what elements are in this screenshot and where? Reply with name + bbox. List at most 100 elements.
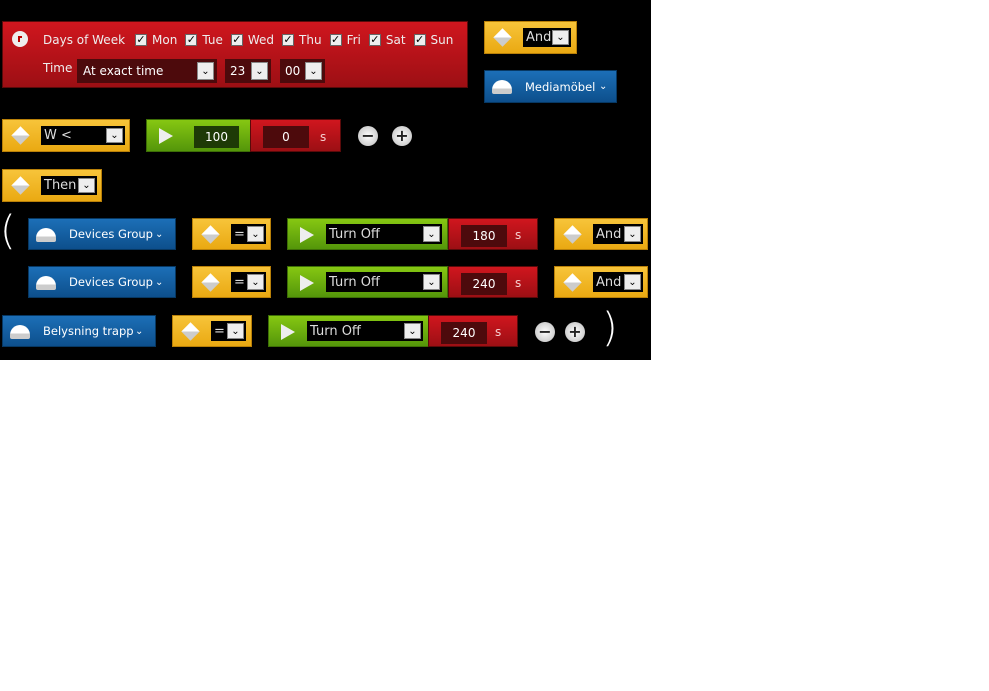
- chevron-down-icon: ⌄: [251, 62, 268, 80]
- action-select[interactable]: Turn Off⌄: [326, 272, 442, 292]
- join-operator-select[interactable]: And⌄: [593, 224, 643, 244]
- checkbox-icon: ✓: [368, 33, 381, 46]
- action-value: Turn Off: [329, 274, 380, 290]
- checkbox-icon: ✓: [135, 33, 148, 46]
- device-label: Belysning trapp: [43, 324, 134, 338]
- comparator-block: =⌄: [192, 266, 271, 298]
- delay-input[interactable]: 240: [441, 322, 487, 344]
- action-value: Turn Off: [329, 226, 380, 242]
- condition-value-block: 100: [146, 119, 251, 152]
- comparator-block: =⌄: [192, 218, 271, 250]
- schedule-trigger-block: Days of Week ✓Mon✓Tue✓Wed✓Thu✓Fri✓Sat✓Su…: [2, 21, 468, 88]
- time-mode-value: At exact time: [83, 64, 164, 78]
- unit-label: s: [515, 228, 522, 242]
- remove-condition-button[interactable]: −: [358, 126, 378, 146]
- day-checkbox-wed[interactable]: ✓ Wed: [230, 33, 275, 47]
- chevron-down-icon: ⌄: [227, 323, 244, 339]
- action-device-button[interactable]: Devices Group ⌄: [28, 266, 176, 298]
- action-select[interactable]: Turn Off ⌄: [326, 224, 442, 244]
- then-block: Then⌄: [2, 169, 102, 202]
- checkbox-icon: ✓: [329, 33, 342, 46]
- rule-editor-canvas: Days of Week ✓Mon✓Tue✓Wed✓Thu✓Fri✓Sat✓Su…: [0, 0, 651, 360]
- condition-operator-select[interactable]: W <⌄: [41, 126, 125, 145]
- chevron-down-icon: ⌄: [599, 81, 608, 92]
- chevron-down-icon: ⌄: [78, 178, 95, 193]
- device-label: Devices Group: [69, 275, 153, 289]
- comparator-value: =: [234, 226, 245, 242]
- day-label: Thu: [299, 33, 322, 47]
- condition-value-input[interactable]: 100: [194, 126, 239, 148]
- unit-label: s: [320, 130, 327, 144]
- add-action-button[interactable]: +: [565, 322, 585, 342]
- checkbox-icon: ✓: [185, 33, 198, 46]
- join-operator-block: And⌄: [554, 218, 648, 250]
- action-value: Turn Off: [310, 323, 361, 339]
- comparator-select[interactable]: =⌄: [231, 272, 266, 292]
- hour-select[interactable]: 23 ⌄: [225, 59, 271, 83]
- device-select-button[interactable]: Mediamöbel ⌄: [484, 70, 617, 103]
- day-checkbox-sun[interactable]: ✓ Sun: [413, 33, 454, 47]
- delay-block: 180 s: [448, 218, 538, 250]
- then-select[interactable]: Then⌄: [41, 176, 97, 195]
- day-label: Fri: [346, 33, 361, 47]
- unit-label: s: [495, 325, 502, 339]
- play-icon: [281, 324, 295, 340]
- day-checkbox-sat[interactable]: ✓ Sat: [368, 33, 406, 47]
- time-mode-select[interactable]: At exact time⌄: [77, 59, 217, 83]
- day-label: Mon: [152, 33, 178, 47]
- day-label: Sat: [385, 33, 406, 47]
- day-checkbox-tue[interactable]: ✓Tue: [185, 33, 223, 47]
- comparator-select[interactable]: =⌄: [211, 321, 246, 341]
- day-label: Sun: [430, 33, 454, 47]
- minute-select[interactable]: 00⌄: [280, 59, 325, 83]
- remove-action-button[interactable]: −: [535, 322, 555, 342]
- condition-delay-input[interactable]: 0: [263, 126, 309, 148]
- diamond-icon: [493, 28, 512, 47]
- checkbox-icon: ✓: [413, 33, 426, 46]
- lamp-icon: [10, 325, 30, 339]
- clock-icon: [12, 31, 28, 47]
- device-label: Mediamöbel: [525, 79, 596, 94]
- join-operator-value: And: [596, 274, 622, 290]
- play-icon: [159, 128, 173, 144]
- join-operator-value: And: [596, 226, 622, 242]
- delay-block: 240 s: [428, 315, 518, 347]
- delay-input[interactable]: 240: [461, 273, 507, 295]
- close-parenthesis: ): [602, 305, 618, 351]
- comparator-value: =: [234, 274, 245, 290]
- unit-label: s: [515, 276, 522, 290]
- day-checkbox-fri[interactable]: ✓ Fri: [329, 33, 361, 47]
- diamond-icon: [563, 273, 582, 292]
- chevron-down-icon: ⌄: [247, 226, 264, 242]
- diamond-icon: [563, 225, 582, 244]
- day-checkbox-mon[interactable]: ✓ Mon: [135, 33, 177, 47]
- condition-operator-value: W <: [44, 128, 72, 143]
- condition-operator-block: W <⌄: [2, 119, 130, 152]
- action-device-button[interactable]: Devices Group ⌄: [28, 218, 176, 250]
- open-parenthesis: (: [0, 208, 16, 254]
- day-label: Wed: [247, 33, 275, 47]
- comparator-block: =⌄: [172, 315, 252, 347]
- logic-operator-select[interactable]: And⌄: [523, 28, 571, 47]
- chevron-down-icon: ⌄: [155, 228, 164, 240]
- time-label: Time: [43, 61, 73, 75]
- add-condition-button[interactable]: +: [392, 126, 412, 146]
- play-icon: [300, 227, 314, 243]
- diamond-icon: [11, 126, 30, 145]
- action-device-button[interactable]: Belysning trapp ⌄: [2, 315, 156, 347]
- action-select[interactable]: Turn Off⌄: [307, 321, 423, 341]
- device-label: Devices Group: [69, 227, 153, 241]
- lamp-icon: [36, 276, 56, 290]
- delay-input[interactable]: 180: [461, 225, 507, 247]
- day-checkbox-thu[interactable]: ✓Thu: [282, 33, 322, 47]
- delay-block: 240 s: [448, 266, 538, 298]
- chevron-down-icon: ⌄: [624, 274, 641, 290]
- comparator-select[interactable]: =⌄: [231, 224, 266, 244]
- diamond-icon: [181, 322, 200, 341]
- checkbox-icon: ✓: [230, 33, 243, 46]
- comparator-value: =: [214, 323, 225, 339]
- days-of-week-label: Days of Week: [43, 32, 126, 47]
- join-operator-select[interactable]: And⌄: [593, 272, 643, 292]
- hour-value: 23: [230, 64, 246, 78]
- chevron-down-icon: ⌄: [423, 226, 440, 242]
